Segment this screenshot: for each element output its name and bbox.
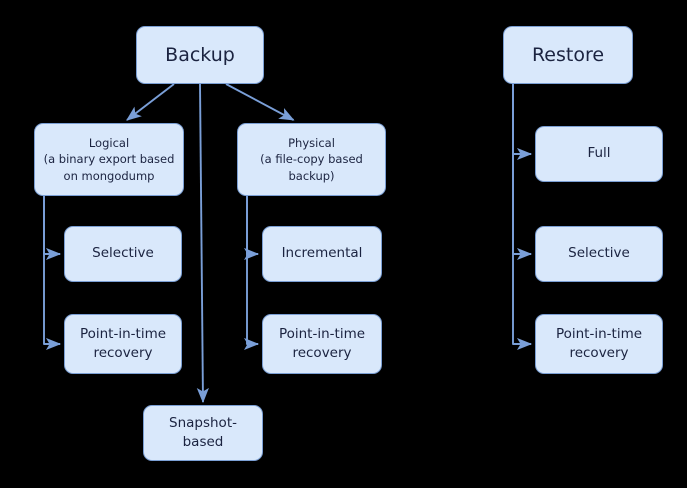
node-physical-incremental-label: Incremental (281, 245, 363, 262)
node-restore-full-label: Full (587, 145, 611, 162)
node-physical-point-in-time-recovery-label: Point-in-time recovery (278, 325, 366, 361)
node-restore-point-in-time-recovery[interactable]: Point-in-time recovery (535, 314, 663, 374)
node-logical-selective-label: Selective (92, 245, 154, 262)
backup-to-physical (225, 83, 295, 121)
node-restore-selective-label: Selective (568, 245, 630, 262)
node-backup-label: Backup (165, 43, 235, 66)
backup-to-logical (126, 83, 175, 121)
logical-to-selective (43, 196, 62, 261)
node-physical[interactable]: Physical (a file-copy based backup) (237, 123, 386, 196)
restore-to-selective (512, 84, 533, 261)
node-backup[interactable]: Backup (136, 26, 264, 84)
node-logical[interactable]: Logical (a binary export based on mongod… (34, 123, 184, 196)
node-restore[interactable]: Restore (503, 26, 633, 84)
node-restore-selective[interactable]: Selective (535, 226, 663, 282)
backup-to-snapshot (196, 83, 209, 404)
restore-to-pitr (512, 84, 533, 351)
node-restore-label: Restore (531, 43, 605, 66)
logical-to-pitr (43, 196, 62, 351)
node-logical-point-in-time-recovery[interactable]: Point-in-time recovery (64, 314, 182, 374)
node-snapshot-based[interactable]: Snapshot- based (143, 405, 263, 461)
node-snapshot-based-label: Snapshot- based (169, 414, 237, 450)
restore-to-full (512, 84, 533, 161)
node-physical-point-in-time-recovery[interactable]: Point-in-time recovery (262, 314, 382, 374)
node-logical-point-in-time-recovery-label: Point-in-time recovery (79, 325, 167, 361)
node-physical-label: Physical (a file-copy based backup) (260, 136, 363, 183)
physical-to-pitr (243, 196, 260, 351)
node-logical-selective[interactable]: Selective (64, 226, 182, 282)
node-restore-full[interactable]: Full (535, 126, 663, 182)
node-physical-incremental[interactable]: Incremental (262, 226, 382, 282)
node-logical-label: Logical (a binary export based on mongod… (43, 136, 175, 183)
physical-to-incremental (243, 196, 260, 261)
node-restore-point-in-time-recovery-label: Point-in-time recovery (555, 325, 643, 361)
